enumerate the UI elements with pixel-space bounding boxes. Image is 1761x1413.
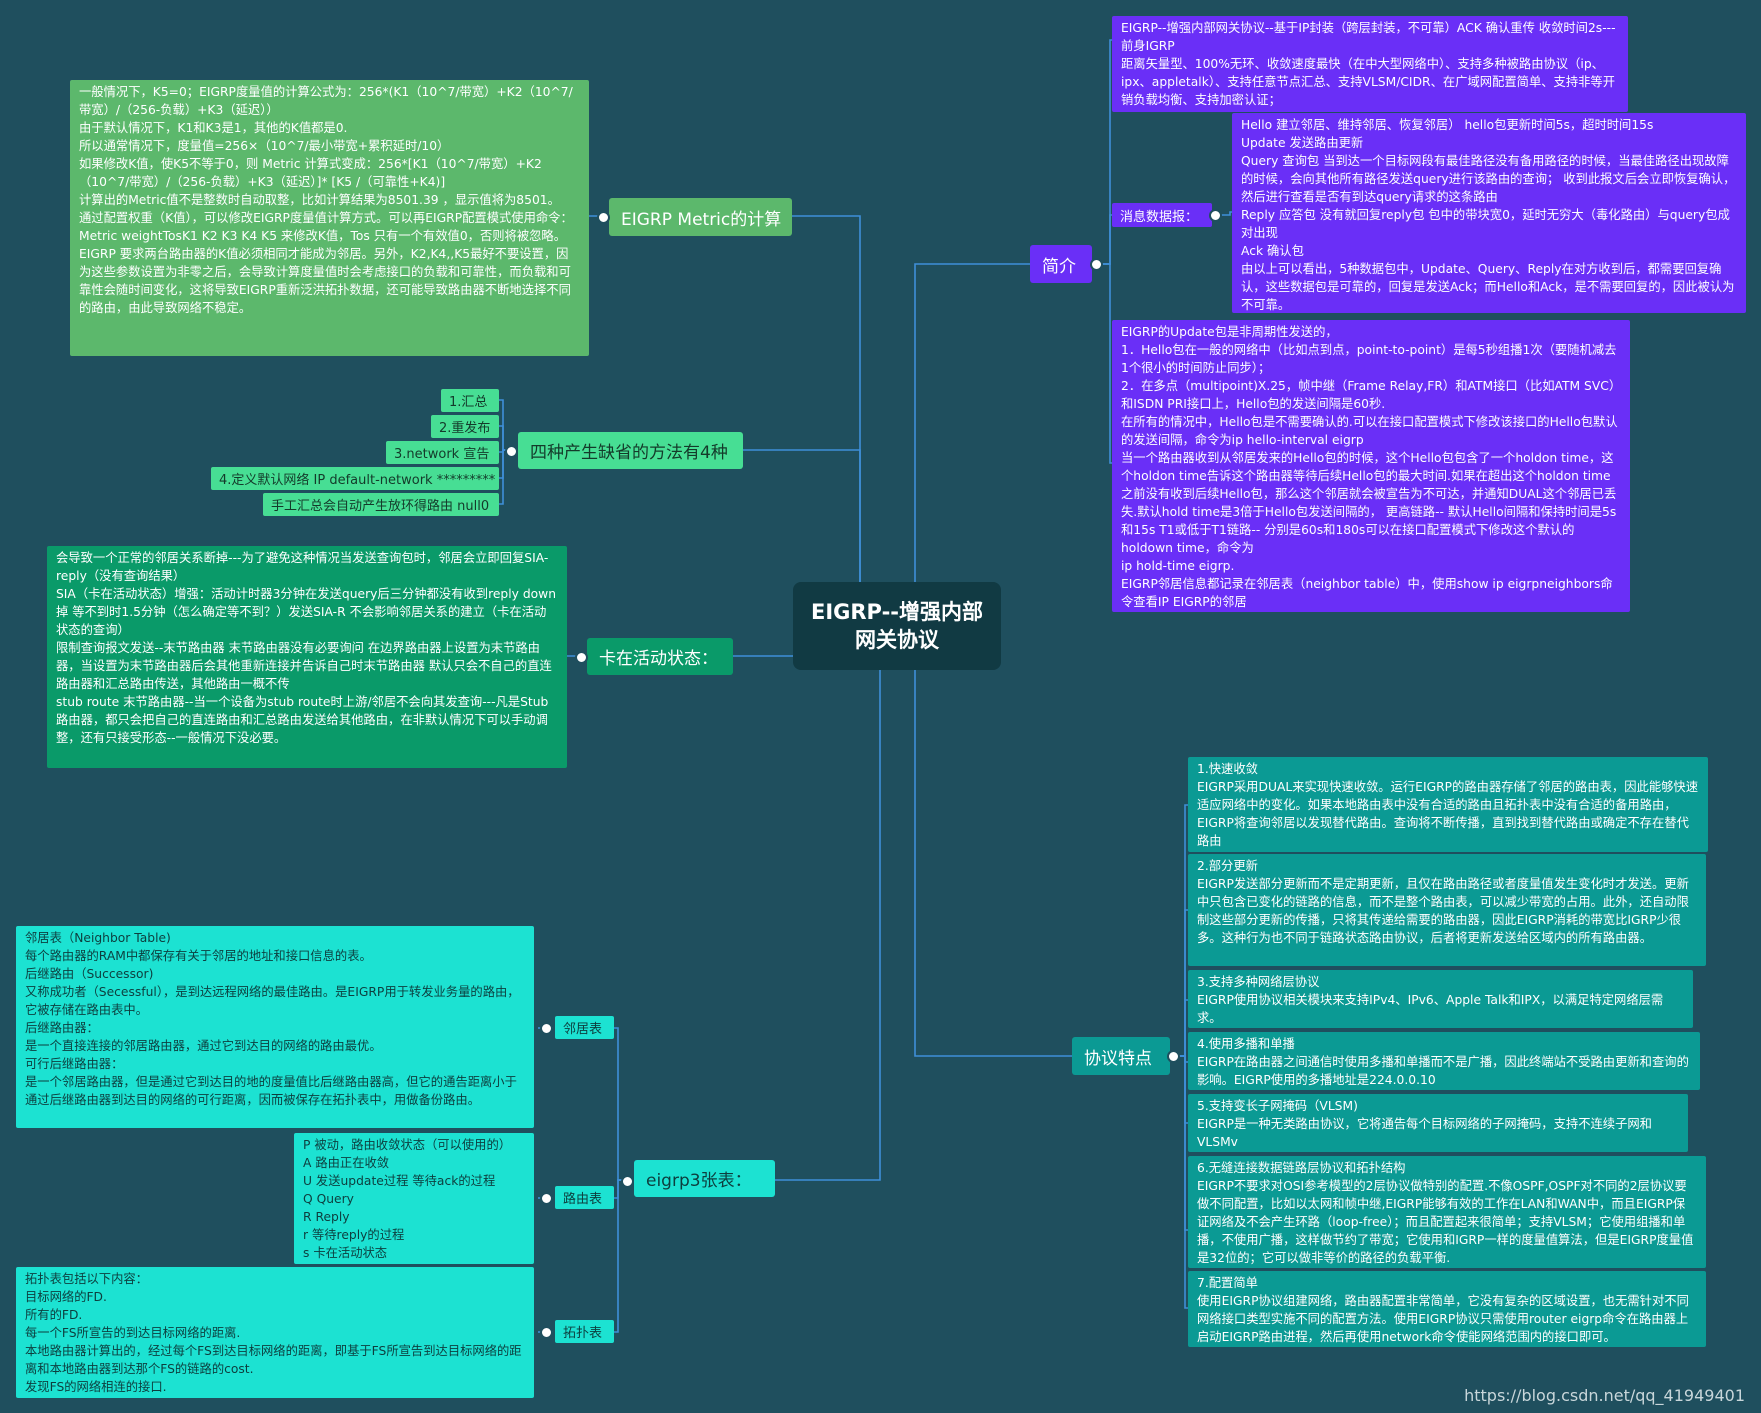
feature-item-3: 3.支持多种网络层协议 EIGRP使用协议相关模块来支持IPv4、IPv6、Ap… (1188, 970, 1693, 1028)
collapse-dot-route[interactable] (540, 1192, 553, 1205)
topic-default-route[interactable]: 四种产生缺省的方法有4种 (518, 432, 743, 469)
root-topic[interactable]: EIGRP--增强内部网关协议 (793, 582, 1001, 670)
default-item-1[interactable]: 1.汇总 (441, 389, 499, 412)
collapse-dot-metric[interactable] (597, 211, 610, 224)
collapse-dot-default[interactable] (505, 445, 518, 458)
collapse-dot-tables[interactable] (621, 1175, 634, 1188)
note-intro-summary: EIGRP--增强内部网关协议--基于IP封装（跨层封装，不可靠）ACK 确认重… (1112, 16, 1628, 112)
note-route-table: P 被动，路由收敛状态（可以使用的） A 路由正在收敛 U 发送update过程… (294, 1133, 534, 1264)
topic-intro[interactable]: 简介 (1030, 245, 1092, 283)
feature-item-2: 2.部分更新 EIGRP发送部分更新而不是定期更新，且仅在路由路径或者度量值发生… (1188, 854, 1706, 966)
default-item-5[interactable]: 手工汇总会自动产生放环得路由 null0 (263, 493, 499, 516)
watermark-url: https://blog.csdn.net/qq_41949401 (1464, 1386, 1745, 1405)
collapse-dot-neighbor[interactable] (540, 1022, 553, 1035)
topic-tables[interactable]: eigrp3张表： (634, 1160, 775, 1197)
topic-packets[interactable]: 消息数据报： (1112, 203, 1212, 227)
topic-neighbor-table[interactable]: 邻居表 (555, 1016, 614, 1039)
topic-topology-table[interactable]: 拓扑表 (555, 1320, 614, 1343)
note-sia: 会导致一个正常的邻居关系断掉---为了避免这种情况当发送查询包时，邻居会立即回复… (47, 546, 567, 768)
default-item-4[interactable]: 4.定义默认网络 IP default-network ********* (211, 467, 499, 490)
collapse-dot-intro[interactable] (1090, 258, 1103, 271)
note-hello: EIGRP的Update包是非周期性发送的， 1．Hello包在一般的网络中（比… (1112, 320, 1630, 612)
feature-item-6: 6.无缝连接数据链路层协议和拓扑结构 EIGRP不要求对OSI参考模型的2层协议… (1188, 1156, 1706, 1268)
feature-item-1: 1.快速收敛 EIGRP采用DUAL来实现快速收敛。运行EIGRP的路由器存储了… (1188, 757, 1708, 852)
feature-item-7: 7.配置简单 使用EIGRP协议组建网络，路由器配置非常简单，它没有复杂的区域设… (1188, 1271, 1706, 1347)
note-topology-table: 拓扑表包括以下内容： 目标网络的FD. 所有的FD. 每一个FS所宣告的到达目标… (16, 1267, 534, 1398)
collapse-dot-features[interactable] (1167, 1050, 1180, 1063)
note-packets: Hello 建立邻居、维持邻居、恢复邻居） hello包更新时间5s，超时时间1… (1232, 113, 1746, 313)
note-metric: 一般情况下，K5=0；EIGRP度量值的计算公式为：256*(K1（10^7/带… (70, 80, 589, 356)
default-item-2[interactable]: 2.重发布 (431, 415, 499, 438)
note-neighbor-table: 邻居表（Neighbor Table) 每个路由器的RAM中都保存有关于邻居的地… (16, 926, 534, 1128)
feature-item-5: 5.支持变长子网掩码（VLSM) EIGRP是一种无类路由协议，它将通告每个目标… (1188, 1094, 1688, 1152)
topic-metric[interactable]: EIGRP Metric的计算 (609, 198, 792, 236)
topic-route-table[interactable]: 路由表 (555, 1186, 614, 1209)
collapse-dot-topology[interactable] (540, 1326, 553, 1339)
feature-item-4: 4.使用多播和单播 EIGRP在路由器之间通信时使用多播和单播而不是广播，因此终… (1188, 1032, 1700, 1090)
collapse-dot-packets[interactable] (1209, 209, 1222, 222)
topic-features[interactable]: 协议特点 (1072, 1037, 1170, 1075)
collapse-dot-sia[interactable] (575, 651, 588, 664)
topic-sia[interactable]: 卡在活动状态： (587, 638, 733, 675)
default-item-3[interactable]: 3.network 宣告 (386, 441, 499, 464)
